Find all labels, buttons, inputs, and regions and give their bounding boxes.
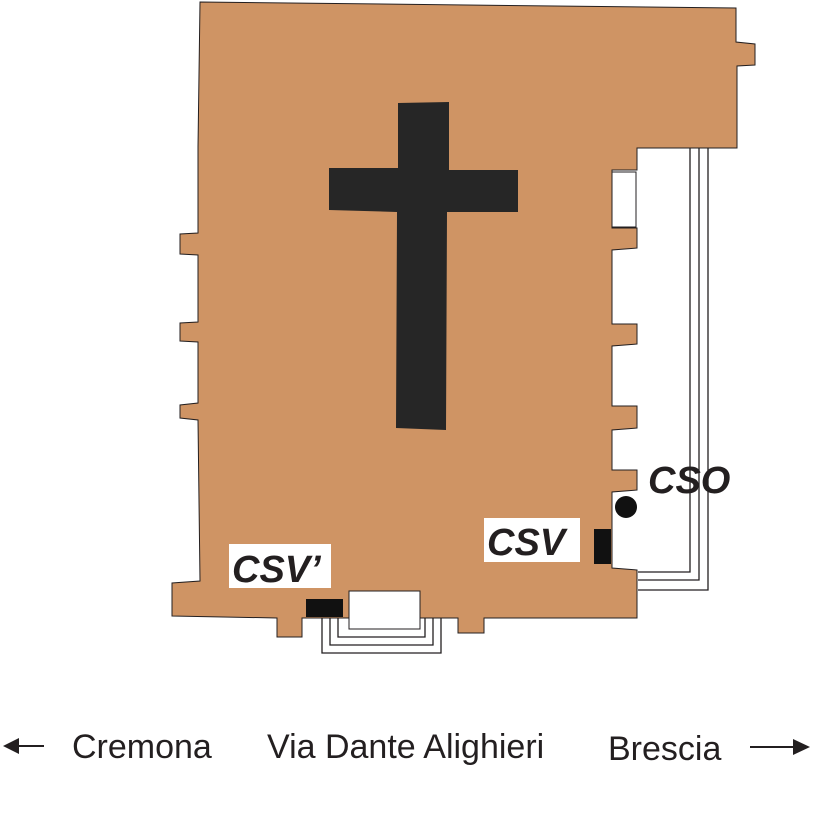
right-annex-white [638,149,692,569]
right-corridor-outline [638,148,709,591]
csv-marker [594,529,611,564]
main-entrance [321,618,442,654]
csv-label: CSV [487,522,568,564]
csv-prime-label-bg [229,544,331,588]
street-name-label: Via Dante Alighieri [267,728,544,766]
entrance-door [348,590,421,630]
right-wall-notch [611,171,637,228]
cross-icon [329,102,518,430]
church-building [171,1,756,638]
cso-marker [615,496,637,518]
csv-prime-marker [306,599,343,617]
csv-label-bg [484,518,580,562]
cso-label: CSO [648,460,730,502]
arrow-right-icon [750,739,810,755]
direction-left-label: Cremona [72,728,212,766]
csv-prime-label: CSV’ [232,549,321,591]
arrow-left-icon [3,738,44,754]
direction-right-label: Brescia [608,730,721,768]
